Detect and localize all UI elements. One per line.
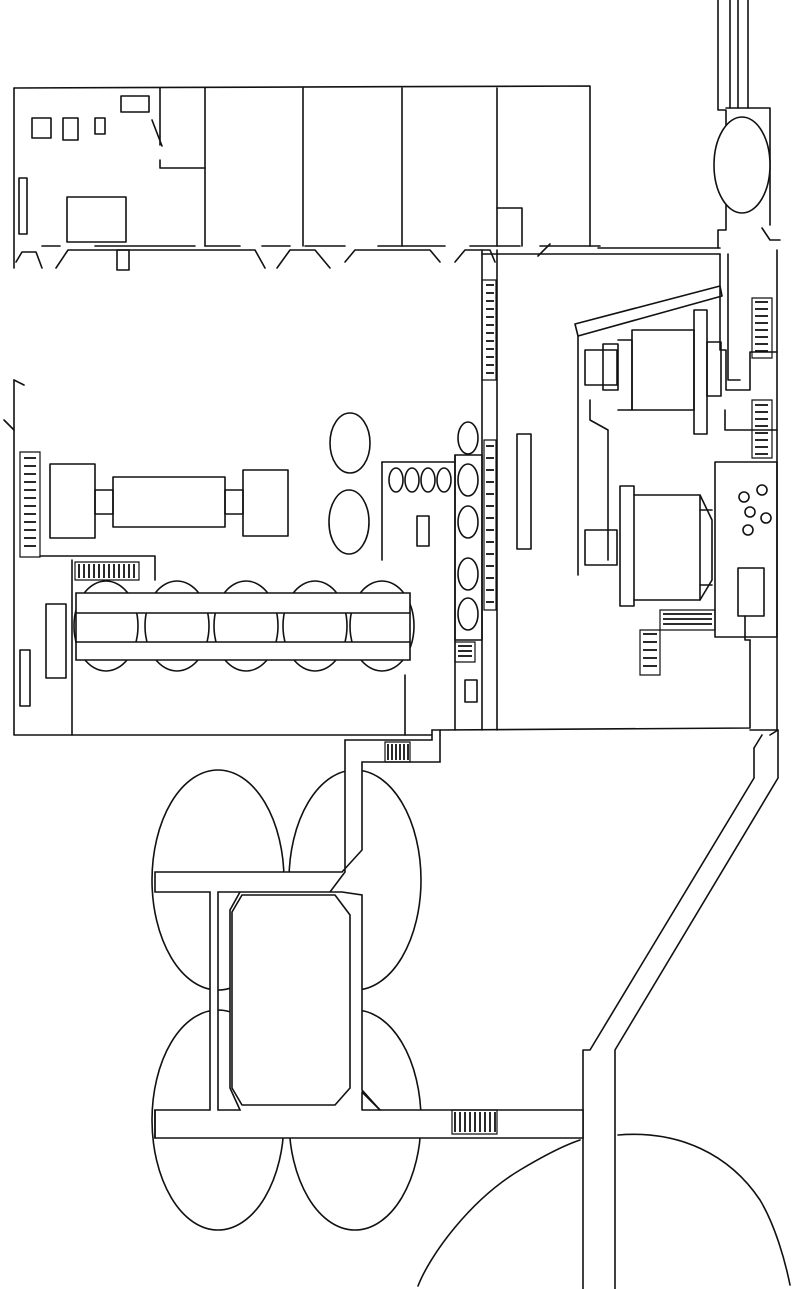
office-room-strip	[19, 88, 600, 270]
grinding-mill-lower	[585, 486, 712, 606]
intake-tank	[714, 117, 770, 213]
feed-tanks	[329, 413, 370, 554]
grinding-mill-upper	[585, 310, 721, 434]
intake-pipe-and-tank	[714, 0, 780, 248]
bin-conveyor-row	[20, 562, 414, 706]
grinding-mill-area	[575, 254, 777, 675]
ground-mound	[418, 1134, 790, 1286]
diagonal-walkway	[583, 730, 778, 1289]
stair-left-wall	[20, 452, 40, 557]
thickener-walkways	[155, 730, 583, 1138]
office-cabinet-4	[121, 96, 149, 112]
loading-doors	[16, 244, 550, 268]
office-cabinet-1	[32, 118, 51, 138]
office-shelf	[19, 178, 27, 234]
mill-control-pad	[715, 462, 777, 637]
office-cabinet-2	[63, 118, 78, 140]
feeder-tank-column	[455, 422, 482, 702]
small-tank-row	[389, 468, 451, 546]
office-box	[117, 250, 129, 270]
office-desk	[67, 197, 126, 242]
office-cabinet-3	[95, 118, 105, 134]
stair-center	[482, 280, 531, 610]
crusher-drive-unit	[50, 464, 288, 538]
